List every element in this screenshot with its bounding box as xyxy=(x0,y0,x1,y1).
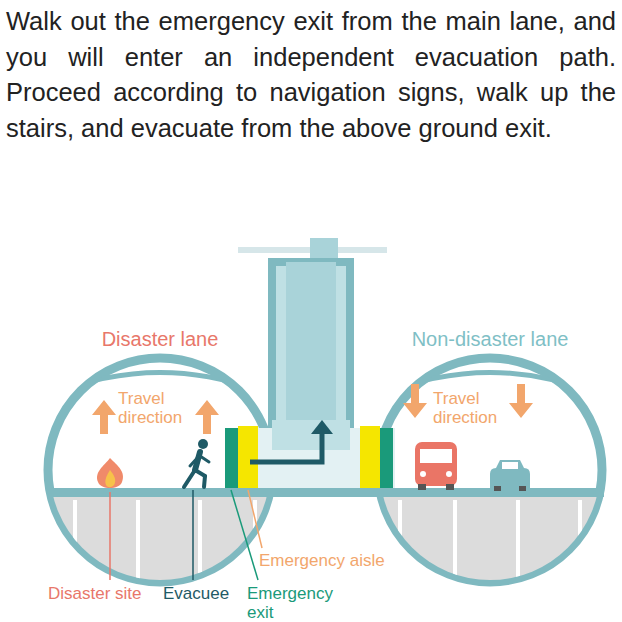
lane-tube: Disaster laneTravel direction xyxy=(48,328,272,588)
travel-direction-label: Travel direction xyxy=(433,390,523,427)
instruction-text: Walk out the emergency exit from the mai… xyxy=(6,4,616,146)
lane-heading: Disaster lane xyxy=(48,328,272,350)
evacuee-label: Evacuee xyxy=(163,585,229,604)
lane-tube: Non-disaster laneTravel direction xyxy=(378,328,602,588)
lane-heading: Non-disaster lane xyxy=(378,328,602,350)
travel-direction-label: Travel direction xyxy=(118,390,208,427)
emergency-exit-label: Emergency exit xyxy=(247,585,347,622)
emergency-aisle-label: Emergency aisle xyxy=(259,552,385,571)
disaster-site-label: Disaster site xyxy=(48,585,142,604)
